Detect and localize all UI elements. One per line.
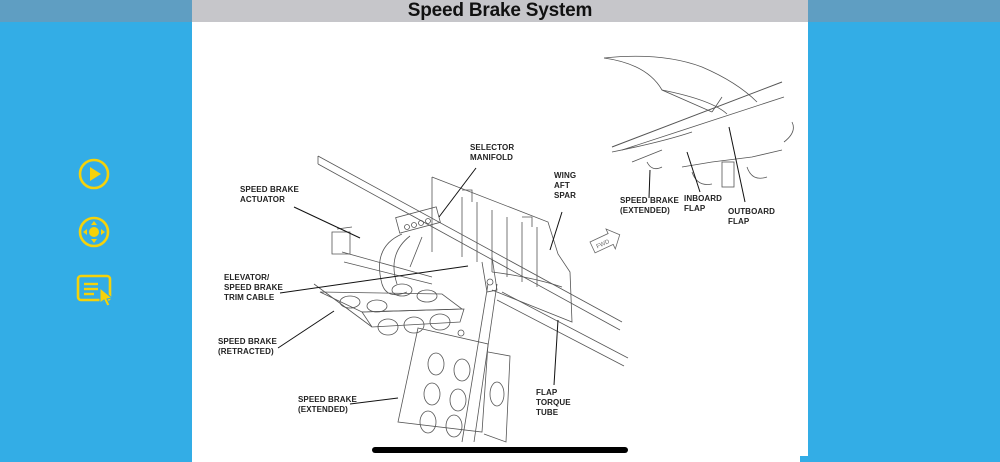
label-speed-brake-extended: SPEED BRAKE (EXTENDED)	[298, 395, 357, 414]
interact-button[interactable]	[76, 272, 114, 308]
navigate-button[interactable]	[76, 214, 112, 250]
label-inboard-flap: INBOARD FLAP	[684, 194, 723, 213]
label-inset-speed-brake-extended: SPEED BRAKE (EXTENDED)	[620, 196, 679, 215]
play-circle-icon	[78, 158, 110, 190]
label-flap-torque-tube: FLAP TORQUE TUBE	[536, 388, 571, 417]
status-bar-right	[808, 0, 1000, 22]
play-button[interactable]	[76, 156, 112, 192]
label-elevator-trim-cable: ELEVATOR/ SPEED BRAKE TRIM CABLE	[224, 273, 283, 302]
diagram-panel: FWD	[192, 22, 808, 462]
speed-brake-extended-panel	[397, 283, 511, 443]
speed-brake-diagram: FWD	[277, 55, 794, 443]
label-selector-manifold: SELECTOR MANIFOLD	[470, 143, 515, 162]
speed-brake-retracted-panel	[313, 283, 465, 336]
fwd-arrow: FWD	[589, 228, 621, 254]
label-wing-aft-spar: WING AFT SPAR	[554, 171, 577, 200]
page-title: Speed Brake System	[407, 0, 593, 21]
label-outboard-flap: OUTBOARD FLAP	[728, 207, 776, 226]
fwd-text: FWD	[596, 239, 612, 250]
title-bar: Speed Brake System	[192, 0, 808, 22]
home-indicator[interactable]	[372, 447, 628, 453]
label-speed-brake-actuator: SPEED BRAKE ACTUATOR	[240, 185, 299, 204]
mechanism	[313, 155, 629, 443]
text-cursor-select-icon	[76, 274, 114, 307]
status-bar-left	[0, 0, 192, 22]
dpad-circle-icon	[78, 216, 110, 248]
leader-lines	[277, 126, 746, 405]
corner-edge	[800, 456, 808, 462]
label-speed-brake-retracted: SPEED BRAKE (RETRACTED)	[218, 337, 277, 356]
aircraft-inset	[603, 55, 794, 188]
